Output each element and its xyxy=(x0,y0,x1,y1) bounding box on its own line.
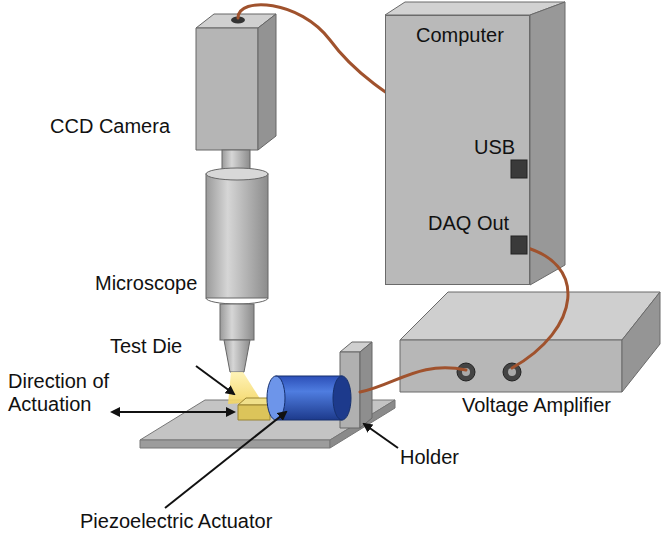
part-label: Test Die xyxy=(110,335,182,358)
cable xyxy=(238,5,568,392)
part-label: CCD Camera xyxy=(50,115,170,138)
node-title: Computer xyxy=(416,24,504,47)
ccd-camera xyxy=(196,14,276,150)
microscope xyxy=(206,150,268,404)
voltage-amplifier xyxy=(400,292,660,392)
part-label: Voltage Amplifier xyxy=(462,394,611,417)
port-label: USB xyxy=(474,136,515,159)
leader-arrow xyxy=(112,366,398,508)
computer-box: ComputerUSB DAQ Out xyxy=(385,15,530,285)
part-label: Holder xyxy=(400,446,459,469)
part-label: Microscope xyxy=(95,272,197,295)
part-label: Direction of Actuation xyxy=(8,370,118,416)
port-label: DAQ Out xyxy=(428,212,509,235)
computer-case xyxy=(385,2,565,285)
part-label: Piezoelectric Actuator xyxy=(80,510,272,533)
piezoelectric-actuator xyxy=(267,376,351,420)
